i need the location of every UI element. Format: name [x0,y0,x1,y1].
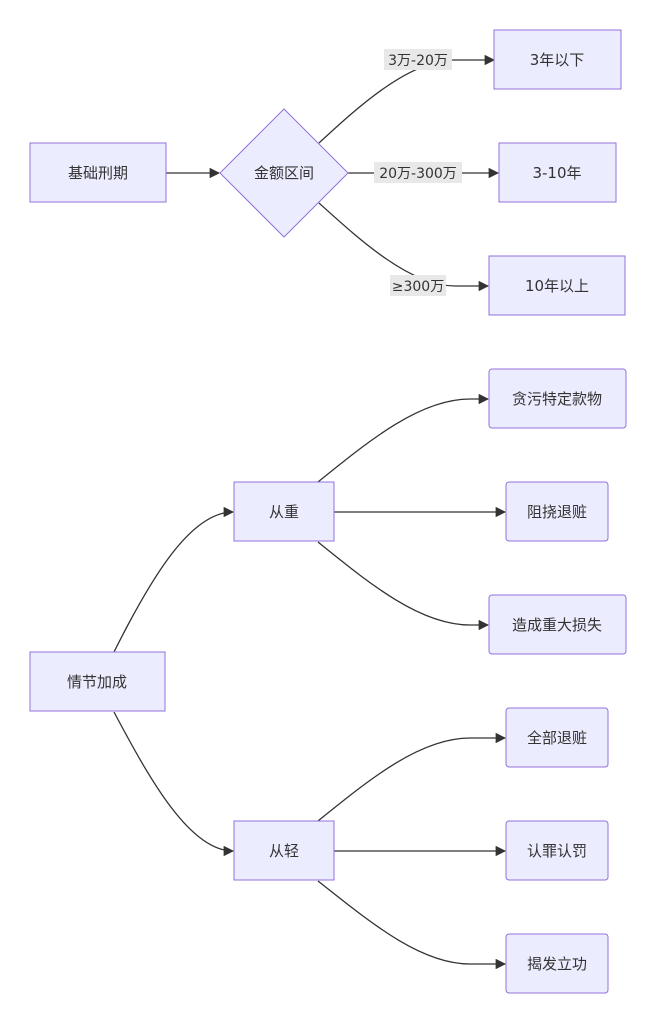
node-obstruct-restitution: 阻挠退赃 [505,481,609,542]
edge-amount-to-t1 [318,54,496,144]
svg-text:3-10年: 3-10年 [532,164,581,182]
node-base-sentence: 基础刑期 [29,142,167,203]
edge-plot-to-heavy [113,506,235,653]
node-meritorious-service: 揭发立功 [505,933,609,994]
svg-text:从轻: 从轻 [269,842,299,860]
svg-text:10年以上: 10年以上 [525,277,589,295]
svg-text:金额区间: 金额区间 [254,164,314,182]
svg-text:从重: 从重 [269,503,299,521]
edge-label-20wan-300wan: 20万-300万 [374,162,462,183]
edge-plot-to-light [113,711,235,857]
svg-text:≥300万: ≥300万 [392,279,444,295]
svg-text:全部退赃: 全部退赃 [527,729,587,747]
edge-label-300wan-plus: ≥300万 [390,275,446,296]
svg-text:阻挠退赃: 阻挠退赃 [527,503,587,521]
node-plead-guilty: 认罪认罚 [505,820,609,881]
edge-heavy-to-h3 [317,541,490,631]
edge-amount-to-t3 [318,202,490,292]
edge-heavy-to-h1 [317,393,490,483]
svg-text:揭发立功: 揭发立功 [527,955,587,973]
node-circumstance-bonus: 情节加成 [29,651,166,712]
edge-light-to-l1 [317,732,507,822]
svg-text:3年以下: 3年以下 [530,51,585,69]
edge-label-3wan-20wan: 3万-20万 [384,49,452,70]
svg-text:认罪认罚: 认罪认罚 [527,842,587,860]
node-over-10-years: 10年以上 [488,255,626,316]
node-3-10-years: 3-10年 [498,142,617,203]
edge-light-to-l3 [317,880,507,970]
svg-text:贪污特定款物: 贪污特定款物 [512,390,602,408]
node-full-restitution: 全部退赃 [505,707,609,768]
node-amount-range: 金额区间 [219,108,349,238]
node-major-loss: 造成重大损失 [488,594,627,655]
node-under-3-years: 3年以下 [493,29,622,90]
svg-text:造成重大损失: 造成重大损失 [512,616,602,634]
svg-text:情节加成: 情节加成 [67,673,127,691]
svg-text:20万-300万: 20万-300万 [379,166,457,182]
node-aggravating: 从重 [233,481,335,542]
svg-text:3万-20万: 3万-20万 [388,53,448,69]
node-special-funds-embezzlement: 贪污特定款物 [488,368,627,429]
svg-text:基础刑期: 基础刑期 [68,164,128,182]
node-mitigating: 从轻 [233,820,335,881]
